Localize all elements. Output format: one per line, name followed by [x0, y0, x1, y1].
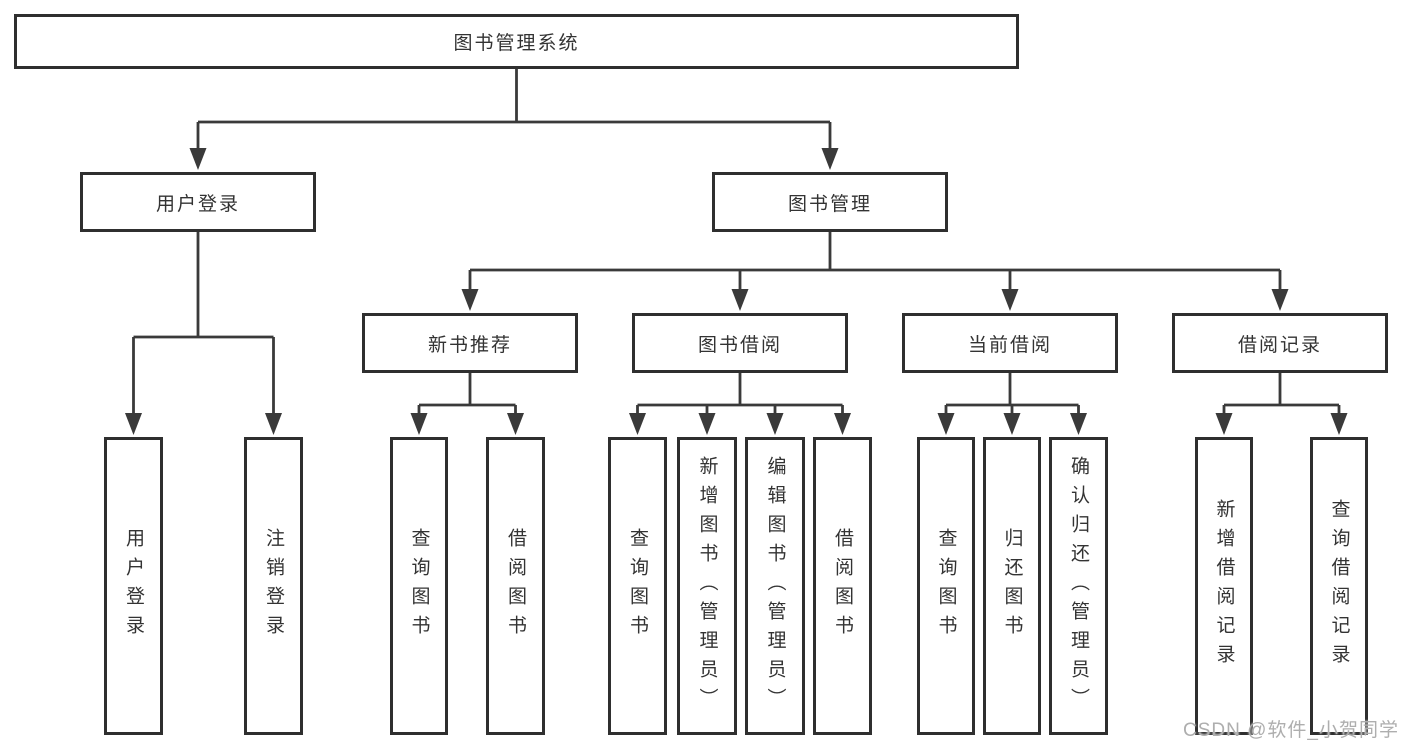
- leaf-label: 用户登录: [123, 528, 144, 644]
- leaf-borrow-edit-book-admin: 编辑图书（管理员）: [745, 437, 805, 735]
- arrowhead: [821, 148, 839, 170]
- leaf-label: 编辑图书（管理员）: [764, 455, 786, 717]
- arrowhead: [1271, 289, 1289, 311]
- leaf-label: 确认归还（管理员）: [1068, 455, 1089, 717]
- connector-book-mgmt: [468, 232, 1282, 293]
- node-label: 新书推荐: [427, 334, 512, 356]
- arrowhead: [629, 413, 646, 435]
- leaf-rec-borrow-book: 借阅图书: [486, 437, 545, 735]
- leaf-current-query-book: 查询图书: [917, 437, 975, 735]
- arrowhead: [410, 413, 428, 435]
- arrowhead: [766, 413, 784, 435]
- node-label: 图书管理: [787, 193, 872, 215]
- node-label: 当前借阅: [967, 334, 1052, 356]
- arrowhead: [731, 289, 749, 311]
- arrowhead: [1003, 413, 1021, 435]
- leaf-borrow-borrow-book: 借阅图书: [813, 437, 872, 735]
- arrowhead: [1330, 413, 1348, 435]
- node-new-book-rec: 新书推荐: [362, 313, 578, 373]
- node-label: 图书管理系统: [453, 33, 580, 54]
- arrowhead: [1070, 413, 1087, 435]
- leaf-label: 归还图书: [1001, 528, 1023, 644]
- node-borrow-records: 借阅记录: [1172, 313, 1388, 373]
- connector-current-borrow: [944, 373, 1080, 417]
- arrowhead: [189, 148, 207, 170]
- node-current-borrow: 当前借阅: [902, 313, 1118, 373]
- connector-book-borrow: [636, 373, 844, 417]
- leaf-borrow-query-book: 查询图书: [608, 437, 667, 735]
- leaf-user-login: 用户登录: [104, 437, 163, 735]
- arrowhead: [698, 413, 716, 435]
- leaf-current-return-book: 归还图书: [983, 437, 1041, 735]
- arrowhead: [507, 413, 524, 435]
- arrowhead: [265, 413, 282, 435]
- leaf-label: 新增借阅记录: [1213, 499, 1235, 673]
- leaf-current-confirm-return-admin: 确认归还（管理员）: [1049, 437, 1108, 735]
- connector-root-to-level2: [196, 68, 832, 152]
- connector-new-book-rec: [417, 373, 517, 417]
- node-label: 用户登录: [155, 193, 240, 215]
- arrowhead: [461, 289, 479, 311]
- connector-user-login: [132, 232, 275, 417]
- leaf-label: 借阅图书: [505, 528, 526, 644]
- leaf-label: 查询借阅记录: [1328, 499, 1350, 673]
- leaf-logout: 注销登录: [244, 437, 303, 735]
- node-root: 图书管理系统: [14, 14, 1019, 69]
- arrowhead: [834, 413, 851, 435]
- node-user-login: 用户登录: [80, 172, 316, 232]
- arrowhead: [1215, 413, 1233, 435]
- arrowhead: [937, 413, 955, 435]
- leaf-label: 查询图书: [627, 528, 648, 644]
- leaf-records-query-record: 查询借阅记录: [1310, 437, 1368, 735]
- leaf-label: 借阅图书: [832, 528, 853, 644]
- leaf-label: 注销登录: [263, 528, 284, 644]
- node-book-borrow: 图书借阅: [632, 313, 848, 373]
- leaf-label: 查询图书: [408, 528, 430, 644]
- node-book-mgmt: 图书管理: [712, 172, 948, 232]
- leaf-label: 新增图书（管理员）: [696, 455, 718, 717]
- leaf-label: 查询图书: [935, 528, 957, 644]
- leaf-rec-query-book: 查询图书: [390, 437, 448, 735]
- connector-borrow-records: [1222, 373, 1341, 417]
- node-label: 借阅记录: [1237, 334, 1322, 356]
- arrowhead: [125, 413, 142, 435]
- csdn-watermark: CSDN @软件_小贺同学: [1183, 720, 1399, 741]
- arrowhead: [1001, 289, 1019, 311]
- node-label: 图书借阅: [697, 334, 782, 356]
- leaf-records-add-record: 新增借阅记录: [1195, 437, 1253, 735]
- leaf-borrow-add-book-admin: 新增图书（管理员）: [677, 437, 737, 735]
